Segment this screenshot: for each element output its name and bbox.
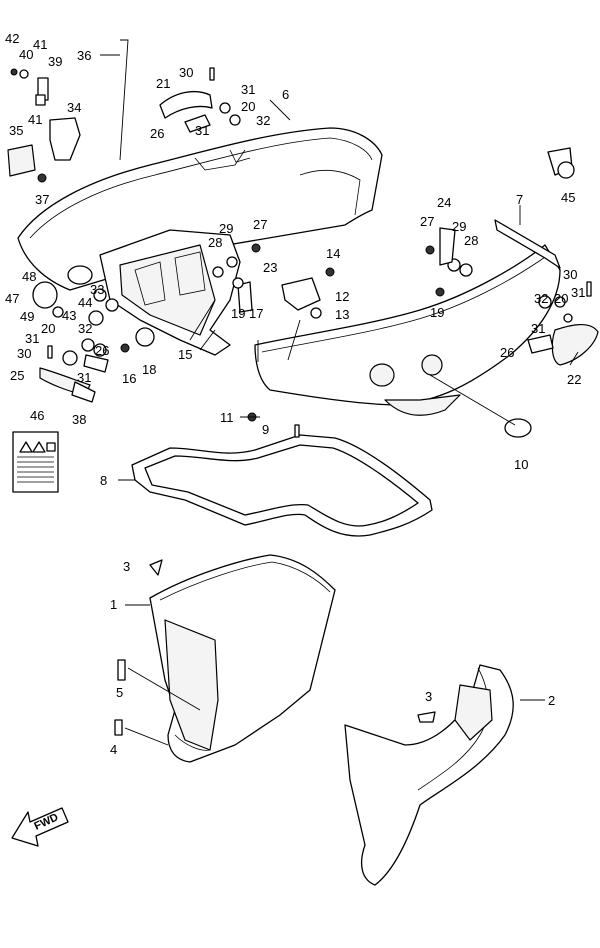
callout-31: 31	[25, 331, 40, 346]
callout-11: 11	[220, 410, 234, 425]
callout-17: 17	[249, 306, 264, 321]
callout-10: 10	[514, 457, 529, 472]
callout-26: 26	[95, 343, 110, 358]
callout-30: 30	[563, 267, 578, 282]
warning-label-icon	[12, 431, 59, 493]
callout-44: 44	[78, 295, 93, 310]
callout-42: 42	[5, 31, 20, 46]
callout-34: 34	[67, 100, 82, 115]
callout-9: 9	[262, 422, 270, 437]
callout-27: 27	[253, 217, 268, 232]
callout-28: 28	[464, 233, 479, 248]
callout-40: 40	[19, 47, 34, 62]
callout-41: 41	[33, 37, 48, 52]
upper-cowl-rear	[254, 219, 599, 416]
callout-21: 21	[156, 76, 171, 91]
callout-18: 18	[142, 362, 157, 377]
leader-lines	[100, 54, 579, 746]
lower-cowl-starboard	[344, 664, 514, 886]
fwd-arrow-icon	[11, 807, 69, 847]
callout-31: 31	[531, 321, 546, 336]
callout-32: 32	[534, 291, 549, 306]
callout-39: 39	[48, 54, 63, 69]
callout-22: 22	[567, 372, 582, 387]
callout-3: 3	[425, 689, 433, 704]
callout-20: 20	[554, 291, 569, 306]
callout-5: 5	[116, 685, 124, 700]
callout-46: 46	[30, 408, 45, 423]
callout-19: 19	[231, 306, 246, 321]
callout-20: 20	[41, 321, 56, 336]
callout-35: 35	[9, 123, 24, 138]
callout-6: 6	[282, 87, 290, 102]
callout-37: 37	[35, 192, 50, 207]
callout-25: 25	[10, 368, 25, 383]
callout-2: 2	[548, 693, 556, 708]
callout-49: 49	[20, 309, 35, 324]
callout-14: 14	[326, 246, 341, 261]
callout-15: 15	[178, 347, 193, 362]
callout-1: 1	[110, 597, 118, 612]
callout-29: 29	[452, 219, 467, 234]
callout-41: 41	[28, 112, 43, 127]
callout-48: 48	[22, 269, 37, 284]
callout-20: 20	[241, 99, 256, 114]
callout-30: 30	[179, 65, 194, 80]
callout-3: 3	[123, 559, 131, 574]
callout-32: 32	[78, 321, 93, 336]
callout-29: 29	[219, 221, 234, 236]
callout-47: 47	[5, 291, 20, 306]
callout-8: 8	[100, 473, 108, 488]
callout-26: 26	[150, 126, 165, 141]
callout-23: 23	[263, 260, 278, 275]
cowl-seal	[131, 434, 433, 537]
callout-45: 45	[561, 190, 576, 205]
callout-31: 31	[195, 123, 210, 138]
callout-19: 19	[430, 305, 445, 320]
callout-13: 13	[335, 307, 350, 322]
callout-7: 7	[516, 192, 524, 207]
callout-4: 4	[110, 742, 118, 757]
cowl-inner-frame	[99, 229, 241, 356]
callout-38: 38	[72, 412, 87, 427]
callout-31: 31	[241, 82, 256, 97]
lower-cowl-port	[149, 554, 336, 763]
callout-31: 31	[77, 370, 92, 385]
callout-33: 33	[90, 282, 105, 297]
callout-28: 28	[208, 235, 223, 250]
callout-43: 43	[62, 308, 77, 323]
callout-31: 31	[571, 285, 586, 300]
callout-36: 36	[77, 48, 92, 63]
callout-12: 12	[335, 289, 350, 304]
small-parts	[7, 39, 592, 736]
callout-30: 30	[17, 346, 32, 361]
callout-24: 24	[437, 195, 452, 210]
callout-27: 27	[420, 214, 435, 229]
callout-32: 32	[256, 113, 271, 128]
callout-26: 26	[500, 345, 515, 360]
callout-16: 16	[122, 371, 137, 386]
